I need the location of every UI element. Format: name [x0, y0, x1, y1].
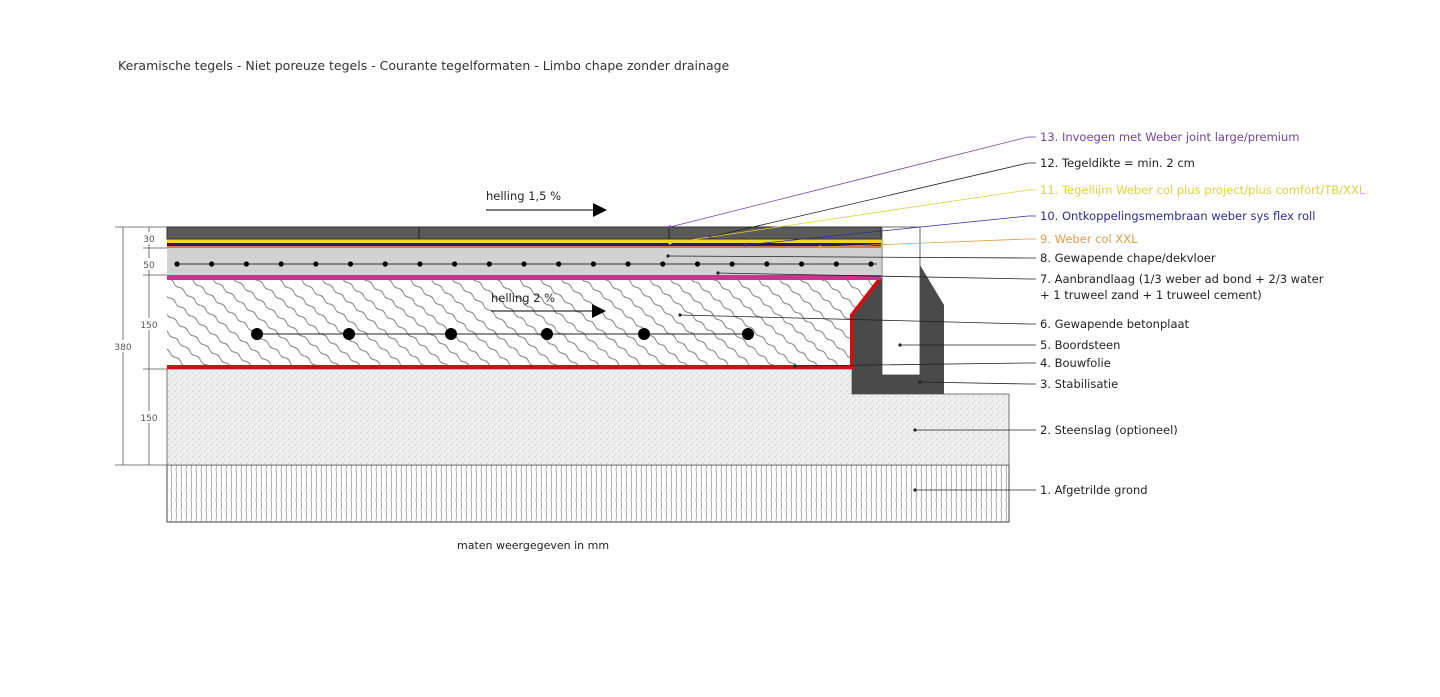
rebar-dot — [660, 261, 666, 267]
legend-label: 8. Gewapende chape/dekvloer — [1040, 251, 1216, 265]
leader-line — [679, 314, 1036, 325]
layer-tiles — [166, 226, 882, 240]
leader-arrow-icon — [666, 254, 670, 258]
arrow-right-icon — [592, 304, 606, 318]
legend-label: 11. Tegellijm Weber col plus project/plu… — [1040, 183, 1366, 197]
layer-legend: 13. Invoegen met Weber joint large/premi… — [1040, 130, 1366, 497]
legend-label-continuation: + 1 truweel zand + 1 truweel cement) — [1040, 288, 1262, 302]
leader-line — [669, 189, 1036, 244]
rebar-dot — [382, 261, 388, 267]
leader-line — [669, 136, 1036, 228]
layer-concrete-slab — [167, 280, 880, 366]
dim-gravel: 150 — [140, 414, 157, 424]
dim-total: 380 — [114, 343, 131, 353]
rebar-dot — [209, 261, 215, 267]
leader-arrow-icon — [743, 243, 747, 247]
leader-arrow-icon — [716, 271, 720, 275]
units-note: maten weergegeven in mm — [457, 539, 609, 552]
legend-label: 13. Invoegen met Weber joint large/premi… — [1040, 130, 1299, 144]
legend-label: 6. Gewapende betonplaat — [1040, 317, 1190, 331]
leader-line — [717, 272, 1036, 280]
leader-line — [667, 255, 1036, 259]
dim-chape: 50 — [143, 261, 155, 271]
rebar-dot — [729, 261, 735, 267]
legend-label: 10. Ontkoppelingsmembraan weber sys flex… — [1040, 209, 1315, 223]
leader-arrow-icon — [913, 488, 917, 492]
leader-arrow-icon — [668, 241, 672, 245]
leader-arrow-icon — [818, 245, 822, 249]
slope-label-slab: helling 2 % — [491, 291, 555, 305]
leader-arrow-icon — [898, 343, 902, 347]
dim-tiles: 30 — [143, 235, 155, 245]
legend-label: 2. Steenslag (optioneel) — [1040, 423, 1178, 437]
rebar-dot — [417, 261, 423, 267]
rebar-dot — [174, 261, 180, 267]
diagram-title: Keramische tegels - Niet poreuze tegels … — [118, 58, 730, 73]
slope-label-top: helling 1,5 % — [486, 189, 561, 203]
leader-arrow-icon — [678, 313, 682, 317]
rebar-dot — [486, 261, 492, 267]
rebar-dot — [556, 261, 562, 267]
rebar-dot — [590, 261, 597, 267]
rebar-dot — [833, 261, 839, 267]
rebar-dot — [452, 261, 458, 267]
layer-ground — [166, 464, 1010, 523]
layer-building-foil — [167, 277, 882, 369]
leader-arrow-icon — [913, 428, 917, 432]
rebar-dot — [313, 261, 319, 267]
leader-arrow-icon — [668, 225, 672, 229]
legend-label: 4. Bouwfolie — [1040, 356, 1111, 370]
legend-label: 12. Tegeldikte = min. 2 cm — [1040, 156, 1195, 170]
rebar-dot — [521, 261, 527, 267]
legend-label: 7. Aanbrandlaag (1/3 weber ad bond + 2/3… — [1040, 272, 1324, 286]
legend-label: 3. Stabilisatie — [1040, 377, 1118, 391]
layer-weber-col-xxl — [167, 246, 881, 248]
layer-stabilisation — [852, 265, 944, 394]
leader-arrow-icon — [918, 380, 922, 384]
rebar-dot — [799, 261, 805, 267]
rebar-dot — [868, 261, 874, 267]
arrow-right-icon — [593, 203, 607, 217]
slab-rebar-dots — [251, 328, 754, 340]
leader-lines — [666, 136, 1036, 492]
leader-line — [819, 238, 1036, 248]
leader-line — [744, 215, 1036, 246]
rebar-dot — [347, 261, 354, 267]
legend-label: 5. Boordsteen — [1040, 338, 1120, 352]
legend-label: 9. Weber col XXL — [1040, 232, 1138, 246]
layer-decoupling-membrane — [167, 243, 881, 246]
rebar-dot — [243, 261, 249, 267]
kerb-stone — [881, 226, 921, 376]
leader-line — [709, 162, 1036, 238]
layer-bonding — [167, 275, 881, 280]
rebar-dot — [278, 261, 284, 267]
layer-tile-adhesive — [167, 239, 881, 243]
leader-arrow-icon — [793, 364, 797, 368]
rebar-dot — [694, 261, 701, 267]
rebar-dot — [764, 261, 770, 267]
leader-line — [919, 381, 1036, 385]
legend-label: 1. Afgetrilde grond — [1040, 483, 1148, 497]
leader-line — [794, 362, 1036, 367]
chape-rebar-dots — [174, 261, 874, 267]
dim-slab: 150 — [140, 321, 157, 331]
rebar-dot — [625, 261, 631, 267]
